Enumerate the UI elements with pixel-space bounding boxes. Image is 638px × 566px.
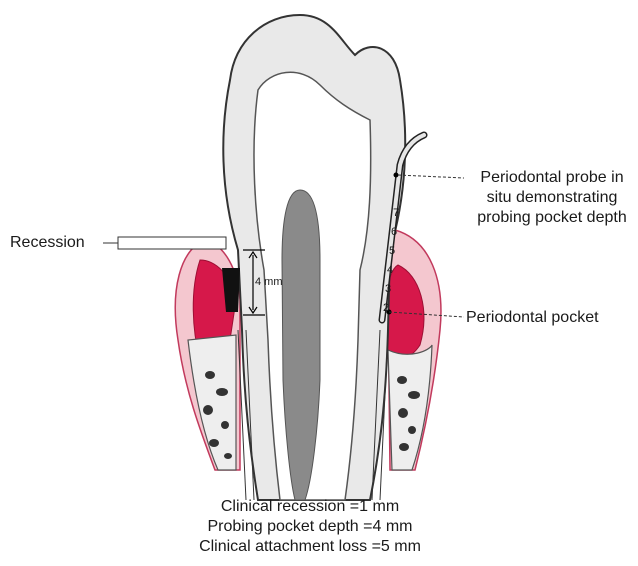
probe-label: Periodontal probe in situ demonstrating … bbox=[466, 168, 638, 228]
probe-mark: 7 bbox=[393, 207, 399, 219]
probe-mark: 3 bbox=[385, 283, 391, 295]
caption-line: Clinical recession =1 mm bbox=[160, 497, 460, 517]
pocket-label: Periodontal pocket bbox=[466, 308, 599, 328]
probe-mark: 4 bbox=[387, 264, 393, 276]
caption-line: Clinical attachment loss =5 mm bbox=[160, 537, 460, 557]
probe-label-line: situ demonstrating bbox=[466, 188, 638, 208]
probe-label-line: Periodontal probe in bbox=[466, 168, 638, 188]
tooth bbox=[223, 15, 405, 500]
probe-mark: 6 bbox=[391, 226, 397, 238]
caption: Clinical recession =1 mm Probing pocket … bbox=[160, 497, 460, 557]
measurement-label: 4 mm bbox=[255, 276, 283, 288]
right-bone bbox=[388, 345, 432, 470]
probe-mark: 5 bbox=[389, 245, 395, 257]
probe-label-line: probing pocket depth bbox=[466, 208, 638, 228]
probe-mark: 2 bbox=[383, 302, 389, 314]
recession-label: Recession bbox=[10, 233, 85, 253]
caption-line: Probing pocket depth =4 mm bbox=[160, 517, 460, 537]
